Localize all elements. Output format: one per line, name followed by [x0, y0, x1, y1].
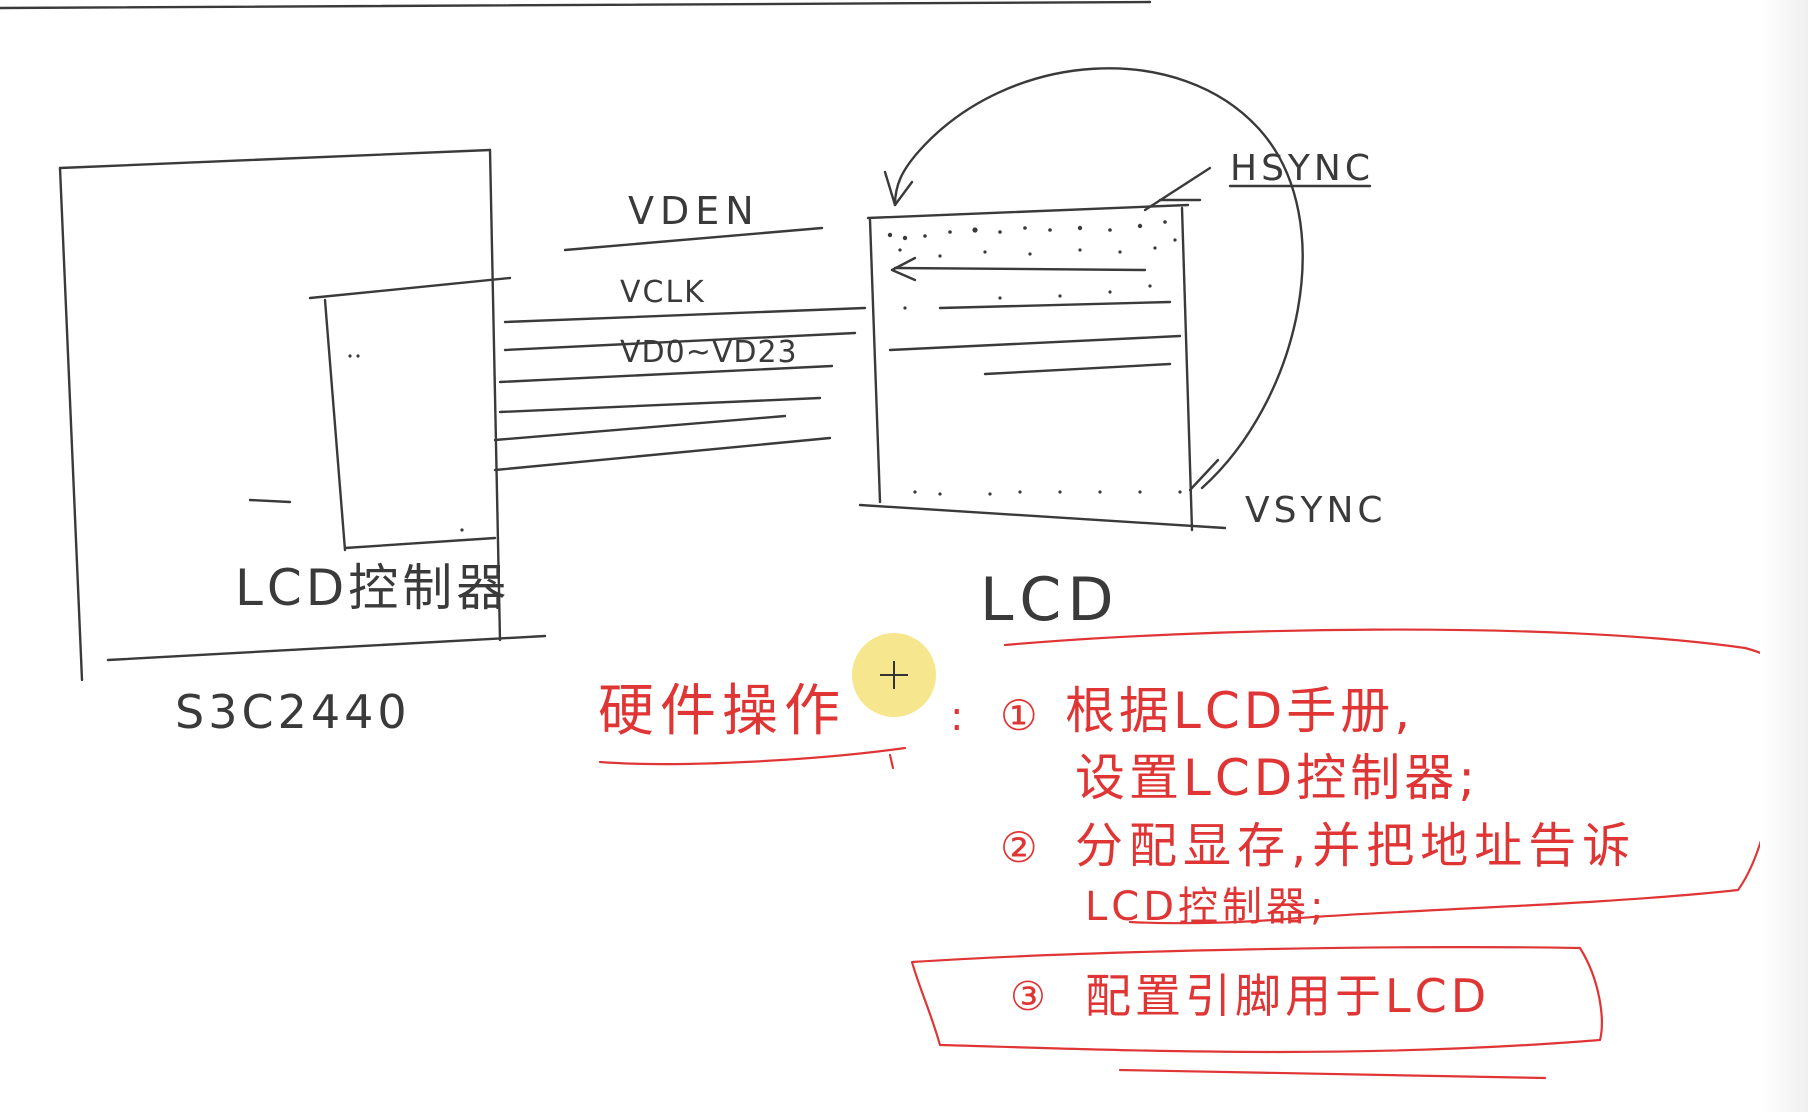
vd-line: [503, 331, 857, 352]
lcd-pixel-dots: [887, 220, 1182, 496]
vden-line: [563, 226, 824, 252]
lcd-scan-lines: [888, 166, 1220, 492]
top-edge-line: [0, 0, 1152, 10]
step1-line1: 根据LCD手册,: [1065, 682, 1414, 740]
lcd-label: LCD: [980, 565, 1120, 635]
step1-line2: 设置LCD控制器;: [1075, 749, 1479, 807]
vsync-label: VSYNC: [1245, 490, 1387, 531]
step2-line1: 分配显存,并把地址告诉: [1075, 818, 1636, 874]
step3-underline: [1118, 1068, 1547, 1080]
scan-return-arrow: [883, 67, 1304, 490]
lcd-controller-label: LCD控制器: [235, 559, 510, 617]
soc-chip-label: S3C2440: [175, 685, 411, 739]
signal-bus: [493, 226, 867, 472]
vd-label: VD0~VD23: [620, 335, 798, 370]
step3-line1: 配置引脚用于LCD: [1085, 969, 1490, 1023]
lcd-panel-box: [858, 198, 1227, 532]
step3-number: ③: [1010, 974, 1046, 1020]
notes-colon: :: [950, 694, 963, 740]
step2-number: ②: [1000, 823, 1038, 872]
hsync-label: HSYNC: [1230, 148, 1374, 189]
soc-chip-box: [58, 148, 547, 682]
red-tick: [888, 753, 895, 770]
step2-line2: LCD控制器;: [1085, 884, 1328, 930]
vden-label: VDEN: [628, 189, 760, 233]
step1-number: ①: [1000, 691, 1038, 740]
cursor-highlight: [852, 633, 936, 717]
vclk-line: [503, 306, 867, 324]
step3-outline: [910, 946, 1603, 1054]
lcd-controller-box: [248, 276, 512, 552]
vclk-label: VCLK: [620, 275, 706, 310]
heading-underline: [598, 746, 907, 766]
notes-heading: 硬件操作: [598, 679, 846, 744]
window-edge-shade: [1760, 0, 1808, 1112]
